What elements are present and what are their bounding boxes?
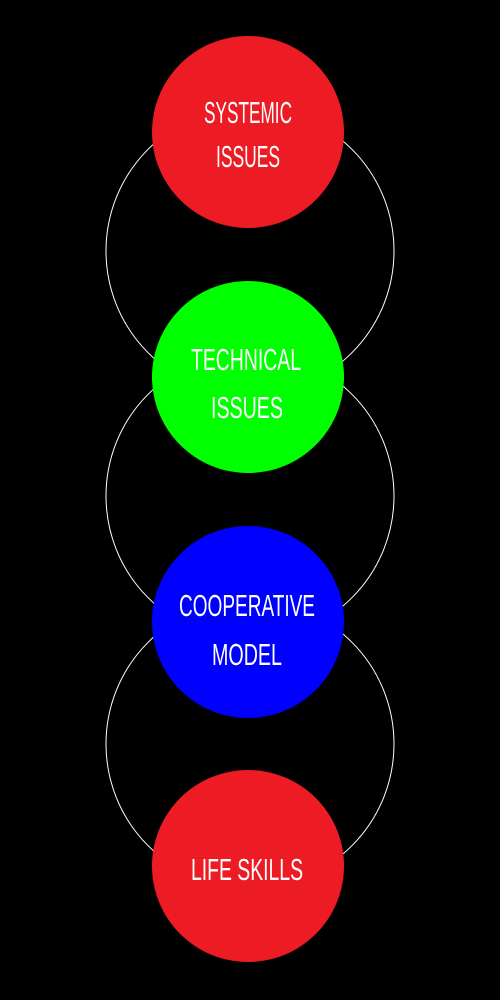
- node-label: TECHNICAL: [191, 342, 301, 377]
- node-label: MODEL: [212, 637, 282, 672]
- node-circle: [152, 526, 344, 718]
- node-label: ISSUES: [211, 390, 283, 425]
- node-label: COOPERATIVE: [179, 588, 315, 623]
- node-circle: [152, 770, 344, 962]
- node-label: SYSTEMIC: [204, 95, 292, 130]
- node-label: LIFE SKILLS: [191, 852, 303, 887]
- node-cooperative-model: COOPERATIVE MODEL: [152, 526, 344, 718]
- node-circle: [152, 36, 344, 228]
- node-life-skills: LIFE SKILLS: [152, 770, 344, 962]
- node-technical-issues: TECHNICAL ISSUES: [152, 281, 344, 473]
- node-systemic-issues: SYSTEMIC ISSUES: [152, 36, 344, 228]
- node-label: ISSUES: [216, 139, 280, 174]
- node-circle: [152, 281, 344, 473]
